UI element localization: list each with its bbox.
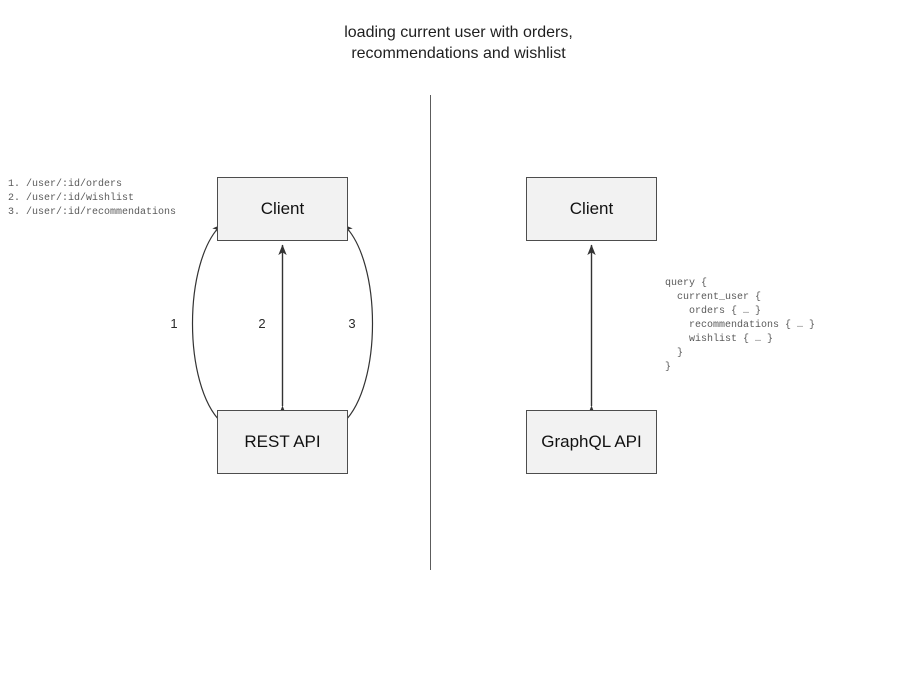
node-label: GraphQL API [541,432,642,451]
node-label: REST API [244,432,321,451]
node-graphql-api[interactable]: GraphQL API [526,410,657,474]
page-title: loading current user with orders, recomm… [344,24,573,62]
node-client-graphql[interactable]: Client [526,177,657,241]
edge-1-arrow [191,224,230,431]
node-rest-api[interactable]: REST API [217,410,348,474]
edge-label-1: 1 [170,316,178,331]
node-label: Client [260,199,305,218]
panel-divider [430,95,431,570]
edge-label-3: 3 [348,316,356,331]
graphql-query-annotation: query { current_user { orders { … } reco… [665,278,816,373]
rest-endpoints-annotation: 1. /user/:id/orders 2. /user/:id/wishlis… [8,179,177,218]
node-client-rest[interactable]: Client [217,177,348,241]
edge-label-2: 2 [258,316,266,331]
node-label: Client [569,199,614,218]
